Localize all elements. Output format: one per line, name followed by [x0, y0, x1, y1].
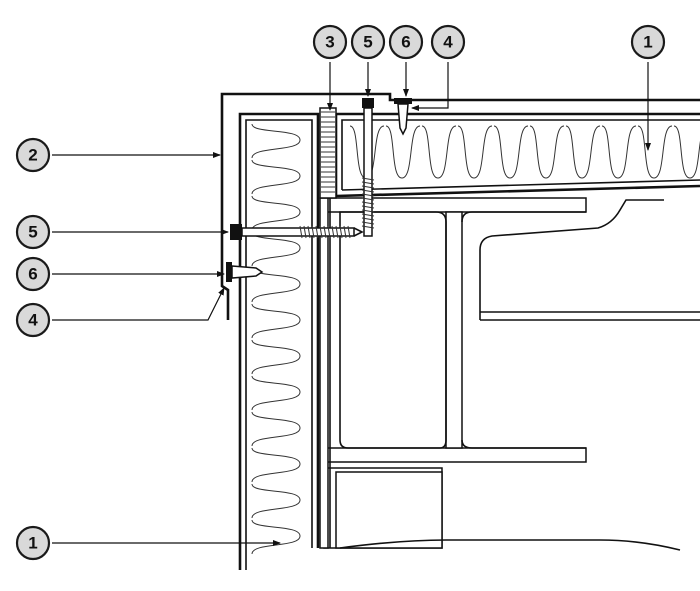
callout-label: 5: [28, 223, 37, 242]
callout-6-left: 6: [15, 256, 51, 292]
callout-label: 4: [443, 33, 453, 52]
callout-2: 2: [15, 137, 51, 173]
callout-4-top: 4: [430, 24, 466, 60]
callout-label: 4: [28, 311, 38, 330]
callout-label: 6: [401, 33, 410, 52]
callout-label: 5: [363, 33, 372, 52]
callout-5-top: 5: [350, 24, 386, 60]
steel-i-beam: [323, 197, 700, 551]
leader-lines: [52, 62, 651, 546]
corner-flashing: [220, 92, 700, 320]
callout-1-bottom: 1: [15, 525, 51, 561]
roof-sandwich-panel: [334, 112, 700, 198]
callout-5-left: 5: [15, 214, 51, 250]
callout-label: 2: [28, 146, 37, 165]
callout-label: 3: [325, 33, 334, 52]
stitching-screw-side: [226, 262, 264, 282]
callout-label: 6: [28, 265, 37, 284]
wall-sandwich-panel: [238, 112, 320, 570]
callout-6-top: 6: [388, 24, 424, 60]
self-drilling-screw-vertical: [361, 98, 375, 237]
callout-label: 1: [643, 33, 652, 52]
stitching-screw-top: [394, 98, 412, 136]
callout-3: 3: [312, 24, 348, 60]
self-drilling-screw-horizontal: [230, 224, 364, 240]
vertical-support-profile: [319, 197, 331, 549]
callout-label: 1: [28, 534, 37, 553]
callout-1-top: 1: [630, 24, 666, 60]
edge-filler-strip: [319, 107, 337, 199]
callout-4-left: 4: [15, 302, 51, 338]
